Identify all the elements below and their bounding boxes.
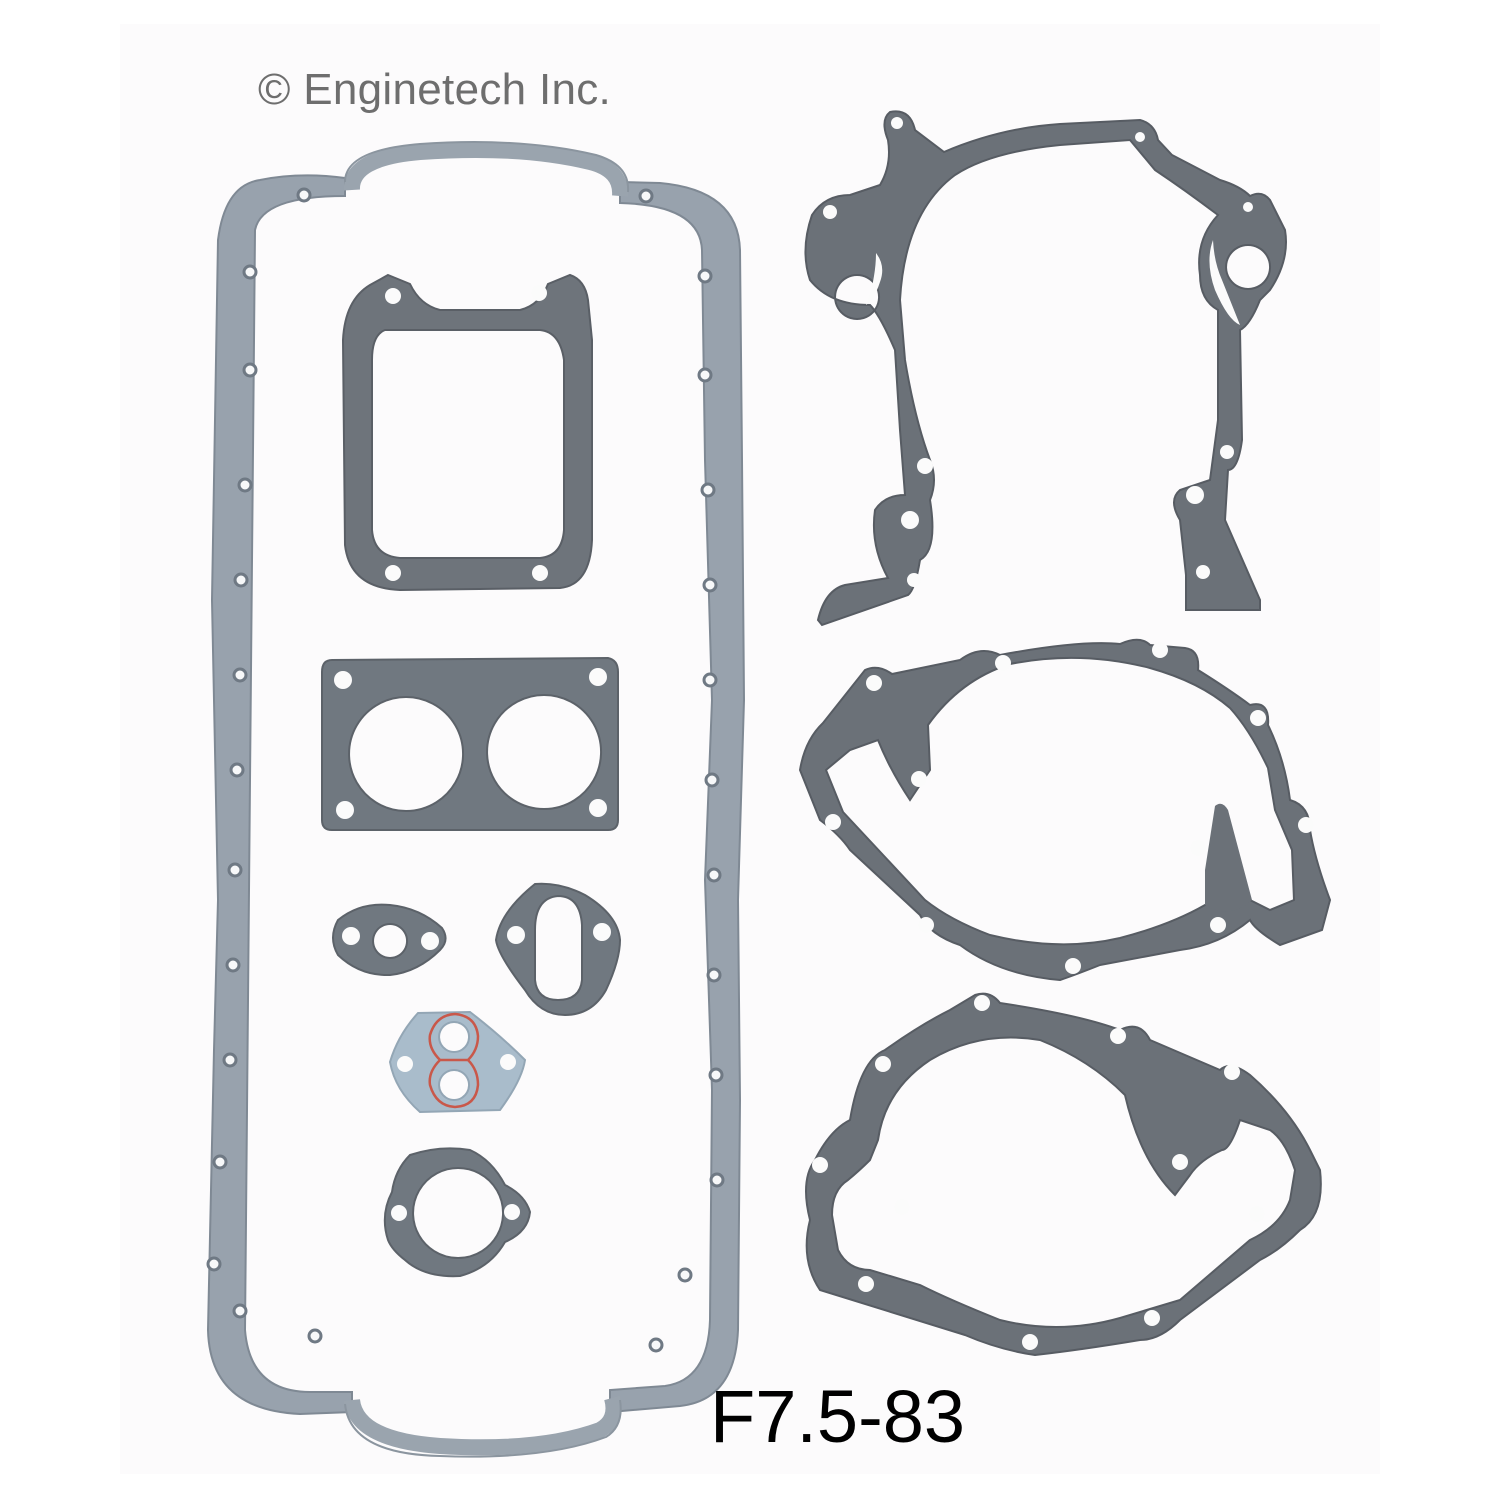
fuel-pump-gasket	[494, 882, 622, 1017]
part-number-label: F7.5-83	[710, 1375, 966, 1458]
water-pump-gasket-upper	[798, 638, 1332, 982]
intake-plenum-gasket	[341, 273, 593, 592]
small-flange-gasket	[332, 903, 447, 977]
egr-gasket	[388, 1010, 527, 1114]
thermostat-gasket	[383, 1147, 532, 1278]
water-pump-gasket-lower	[805, 992, 1322, 1357]
timing-cover-gasket	[804, 110, 1287, 627]
copyright-label: © Enginetech Inc.	[258, 65, 612, 114]
throttle-body-gasket	[321, 656, 619, 831]
oil-pan-gasket	[206, 141, 746, 1458]
